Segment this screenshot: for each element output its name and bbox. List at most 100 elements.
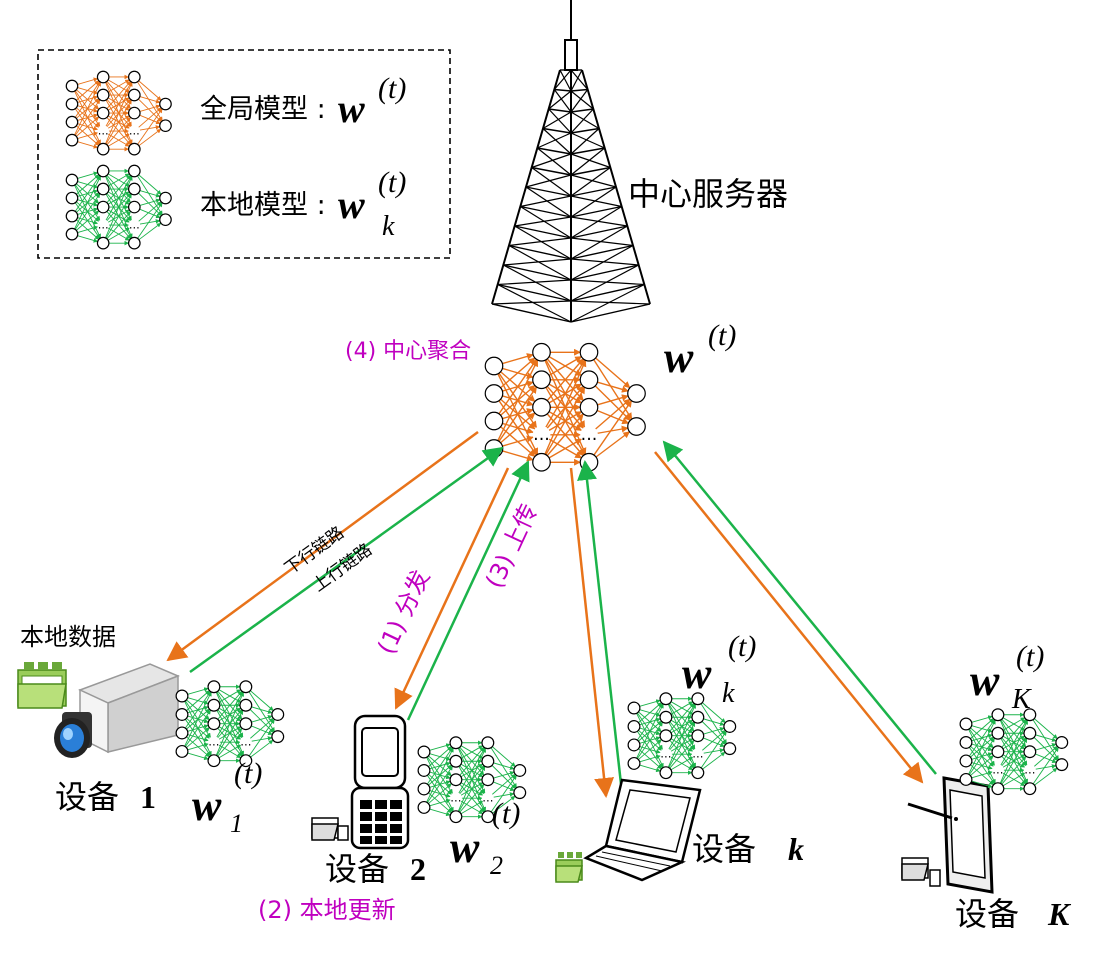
network-connection <box>493 762 515 770</box>
uplink-arrow-K <box>662 440 937 775</box>
network-node <box>481 810 495 824</box>
network-node <box>659 766 673 780</box>
network-node-placeholder <box>532 426 551 444</box>
network-connection <box>968 719 995 757</box>
network-ellipsis: ... <box>533 425 550 445</box>
server-label: 中心服务器 <box>628 175 788 213</box>
network-connection <box>106 174 131 204</box>
downlink-arrow-K <box>654 451 924 784</box>
network-connection <box>1000 719 1028 766</box>
network-node <box>579 370 599 390</box>
tower-strut <box>520 205 572 218</box>
tower-strut <box>570 108 594 113</box>
network-connection <box>139 198 161 206</box>
network-node <box>96 106 110 120</box>
tower-strut <box>570 69 583 92</box>
downlink-arrow-2 <box>394 467 510 710</box>
network-connection <box>593 400 633 456</box>
network-connection <box>971 780 993 789</box>
network-node <box>723 742 737 756</box>
network-node-placeholder <box>580 426 598 444</box>
uplink-arrow-1 <box>189 446 504 674</box>
network-connection <box>105 193 132 239</box>
network-connection <box>1035 753 1057 764</box>
network-node <box>417 745 431 759</box>
network-node <box>991 726 1005 740</box>
network-node <box>271 707 285 721</box>
local-data-label: 本地数据 <box>20 623 116 651</box>
network-node <box>959 735 973 749</box>
network-connection <box>639 754 661 763</box>
network-connection <box>457 747 486 812</box>
legend-global-network-icon: ...... <box>65 70 172 156</box>
tower-strut <box>542 128 572 155</box>
network-node <box>127 142 141 156</box>
network-node <box>723 719 737 733</box>
tower-strut <box>570 147 605 155</box>
tower-strut <box>570 244 634 260</box>
deviceK-sub: K <box>1011 684 1032 715</box>
tower-strut <box>514 225 572 260</box>
network-connection <box>703 748 725 754</box>
device2-local-network: ...... <box>417 736 527 824</box>
network-connection <box>251 725 273 736</box>
tower-strut <box>570 205 622 239</box>
network-connection <box>138 80 162 101</box>
network-connection <box>668 703 696 750</box>
network-connection <box>77 235 99 243</box>
devicek-name: 设备 <box>692 830 756 868</box>
devicek-sub: k <box>722 678 735 709</box>
network-connection <box>498 386 538 442</box>
data-folder-icon-1 <box>17 662 67 709</box>
network-connection <box>106 117 131 146</box>
network-node <box>1023 782 1037 796</box>
network-node-placeholder <box>691 748 704 761</box>
network-node-placeholder <box>97 125 109 137</box>
tower-strut <box>570 147 606 176</box>
network-connection <box>493 792 515 798</box>
camera-icon <box>54 663 180 758</box>
network-node <box>659 692 673 706</box>
network-connection <box>460 745 484 759</box>
device2-symbol: w <box>450 823 480 872</box>
network-connection <box>105 99 132 145</box>
network-connection <box>502 450 534 462</box>
tower-strut <box>554 88 572 92</box>
network-node <box>159 191 172 205</box>
tower-strut <box>559 69 572 92</box>
network-connection <box>74 175 101 212</box>
tower-strut <box>570 216 628 227</box>
network-node <box>691 710 705 724</box>
data-folder-icon-2 <box>311 817 349 841</box>
network-node <box>127 182 141 196</box>
data-folder-icon-K <box>901 857 941 887</box>
network-connection <box>492 795 516 814</box>
network-connection <box>703 737 725 748</box>
network-connection <box>500 412 536 444</box>
network-node <box>417 782 431 796</box>
network-connection <box>968 719 996 775</box>
tower-strut <box>570 300 651 305</box>
network-ellipsis: ... <box>660 747 671 761</box>
downlink-arrow-k <box>569 467 615 798</box>
network-connection <box>74 193 101 230</box>
network-connection <box>107 173 130 187</box>
laptop-icon <box>583 778 702 882</box>
network-node <box>239 754 253 768</box>
network-connection <box>428 783 452 804</box>
legend-local-label: 本地模型 : <box>200 190 326 221</box>
tower-strut <box>564 39 578 71</box>
network-node <box>481 754 495 768</box>
communication-links <box>166 430 937 798</box>
legend-global-label: 全局模型 : <box>200 94 326 125</box>
network-node <box>65 191 79 205</box>
tower-strut <box>497 283 572 323</box>
network-node <box>159 119 172 133</box>
devicek-symbol: w <box>682 649 712 698</box>
network-node <box>127 200 141 214</box>
tower-strut <box>514 225 572 239</box>
network-connection <box>107 133 130 147</box>
network-connection <box>217 690 243 720</box>
network-node <box>481 736 495 750</box>
server-sup: (t) <box>708 319 736 352</box>
